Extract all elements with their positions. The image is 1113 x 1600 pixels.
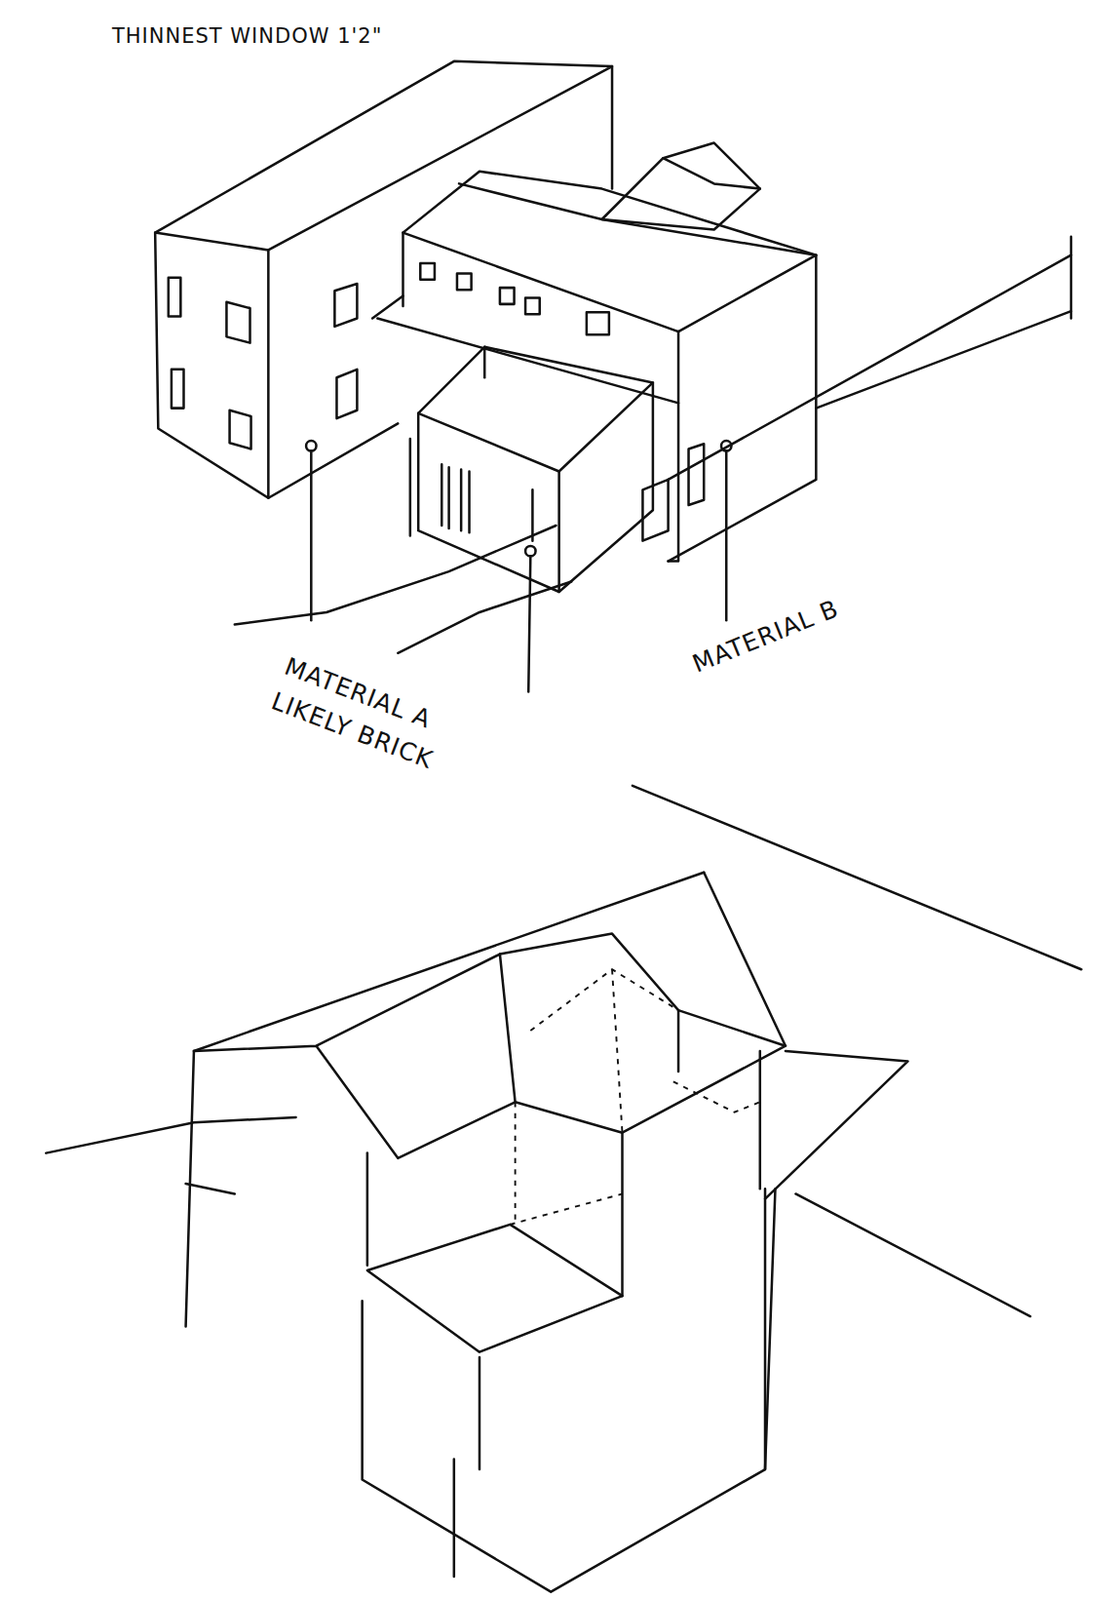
material-label: MATERIAL A LIKELY BRICK	[266, 648, 484, 790]
material-label: MATERIAL B	[687, 590, 845, 683]
note-text: THINNEST WINDOW 1'2"	[112, 21, 383, 53]
